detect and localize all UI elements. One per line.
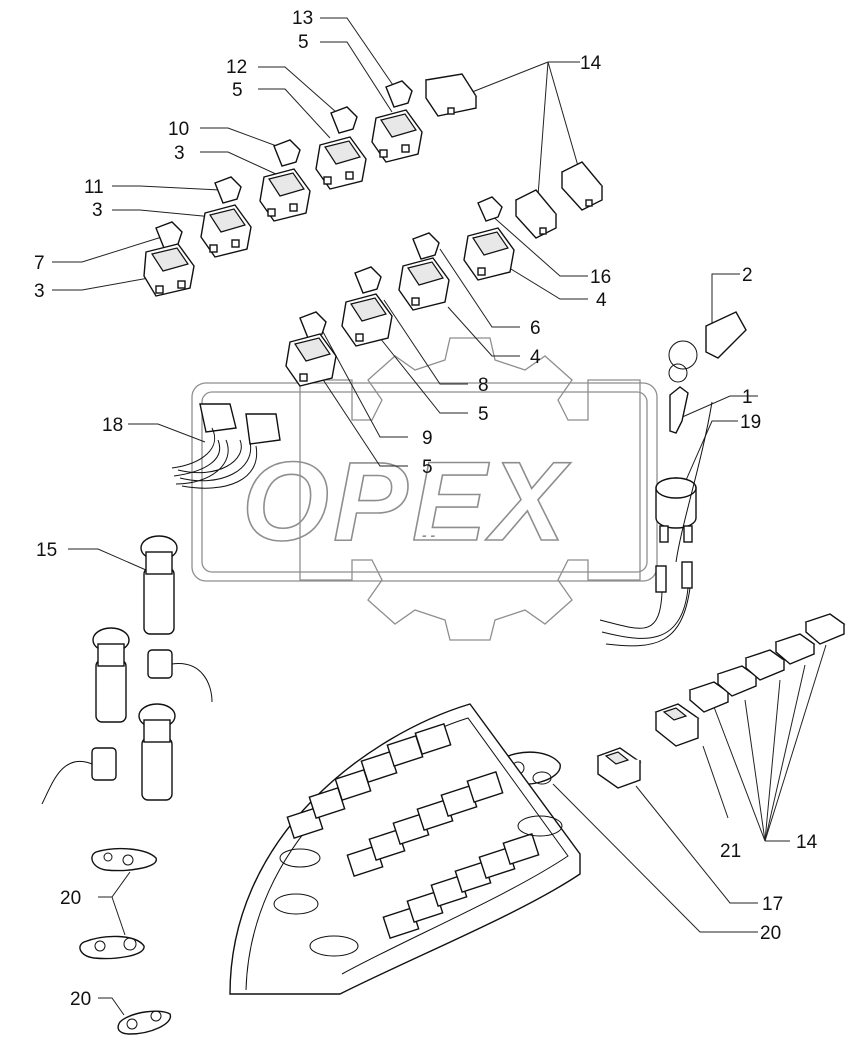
gaskets — [79, 751, 561, 1035]
dashboard-panel — [229, 703, 581, 995]
callout-label: 5 — [478, 404, 489, 425]
wiring-connector — [171, 403, 281, 489]
callout-label: 7 — [34, 253, 45, 274]
callout-label: 10 — [168, 119, 189, 140]
callout-label: 3 — [34, 281, 45, 302]
callout-label: 14 — [580, 53, 602, 74]
callout-label: 3 — [92, 200, 103, 221]
watermark-text: OPEX — [242, 439, 572, 564]
callout-label: 5 — [232, 80, 243, 101]
callout-label: 5 — [298, 32, 309, 53]
callout-label: 11 — [84, 177, 104, 198]
middle-switch-row — [285, 196, 515, 387]
callout-label: 20 — [60, 888, 81, 909]
callout-label: 20 — [760, 923, 781, 944]
callout-label: 2 — [742, 265, 753, 286]
callout-label: 18 — [102, 415, 123, 436]
callout-label: 14 — [796, 832, 818, 853]
callout-label: 4 — [530, 347, 541, 368]
callout-label: 5 — [422, 457, 433, 478]
callout-label: 19 — [740, 412, 761, 433]
callout-label: 9 — [422, 428, 433, 449]
callout-label: 3 — [174, 143, 185, 164]
watermark-dots: - - — [422, 527, 436, 543]
callout-label: 6 — [530, 318, 541, 339]
callout-label: 15 — [36, 540, 57, 561]
callout-label: 13 — [292, 8, 313, 29]
upper-switch-row — [143, 73, 604, 297]
leader-lines — [52, 17, 827, 1016]
callout-label: 1 — [742, 387, 753, 408]
callout-label: 17 — [762, 894, 783, 915]
ignition-key-assembly — [599, 311, 747, 647]
pushbutton-lamps — [41, 535, 213, 805]
callout-label: 8 — [478, 375, 489, 396]
side-switch-group — [596, 613, 846, 789]
callout-label: 4 — [596, 290, 607, 311]
callout-label: 12 — [226, 57, 247, 78]
callout-label: 16 — [590, 267, 611, 288]
callout-label: 20 — [70, 989, 91, 1010]
watermark-logo: OPEX - - — [191, 337, 658, 641]
callout-label: 21 — [720, 841, 741, 862]
callout-labels: 13 5 14 12 5 10 3 11 3 7 3 2 16 4 6 4 8 … — [34, 8, 818, 1010]
